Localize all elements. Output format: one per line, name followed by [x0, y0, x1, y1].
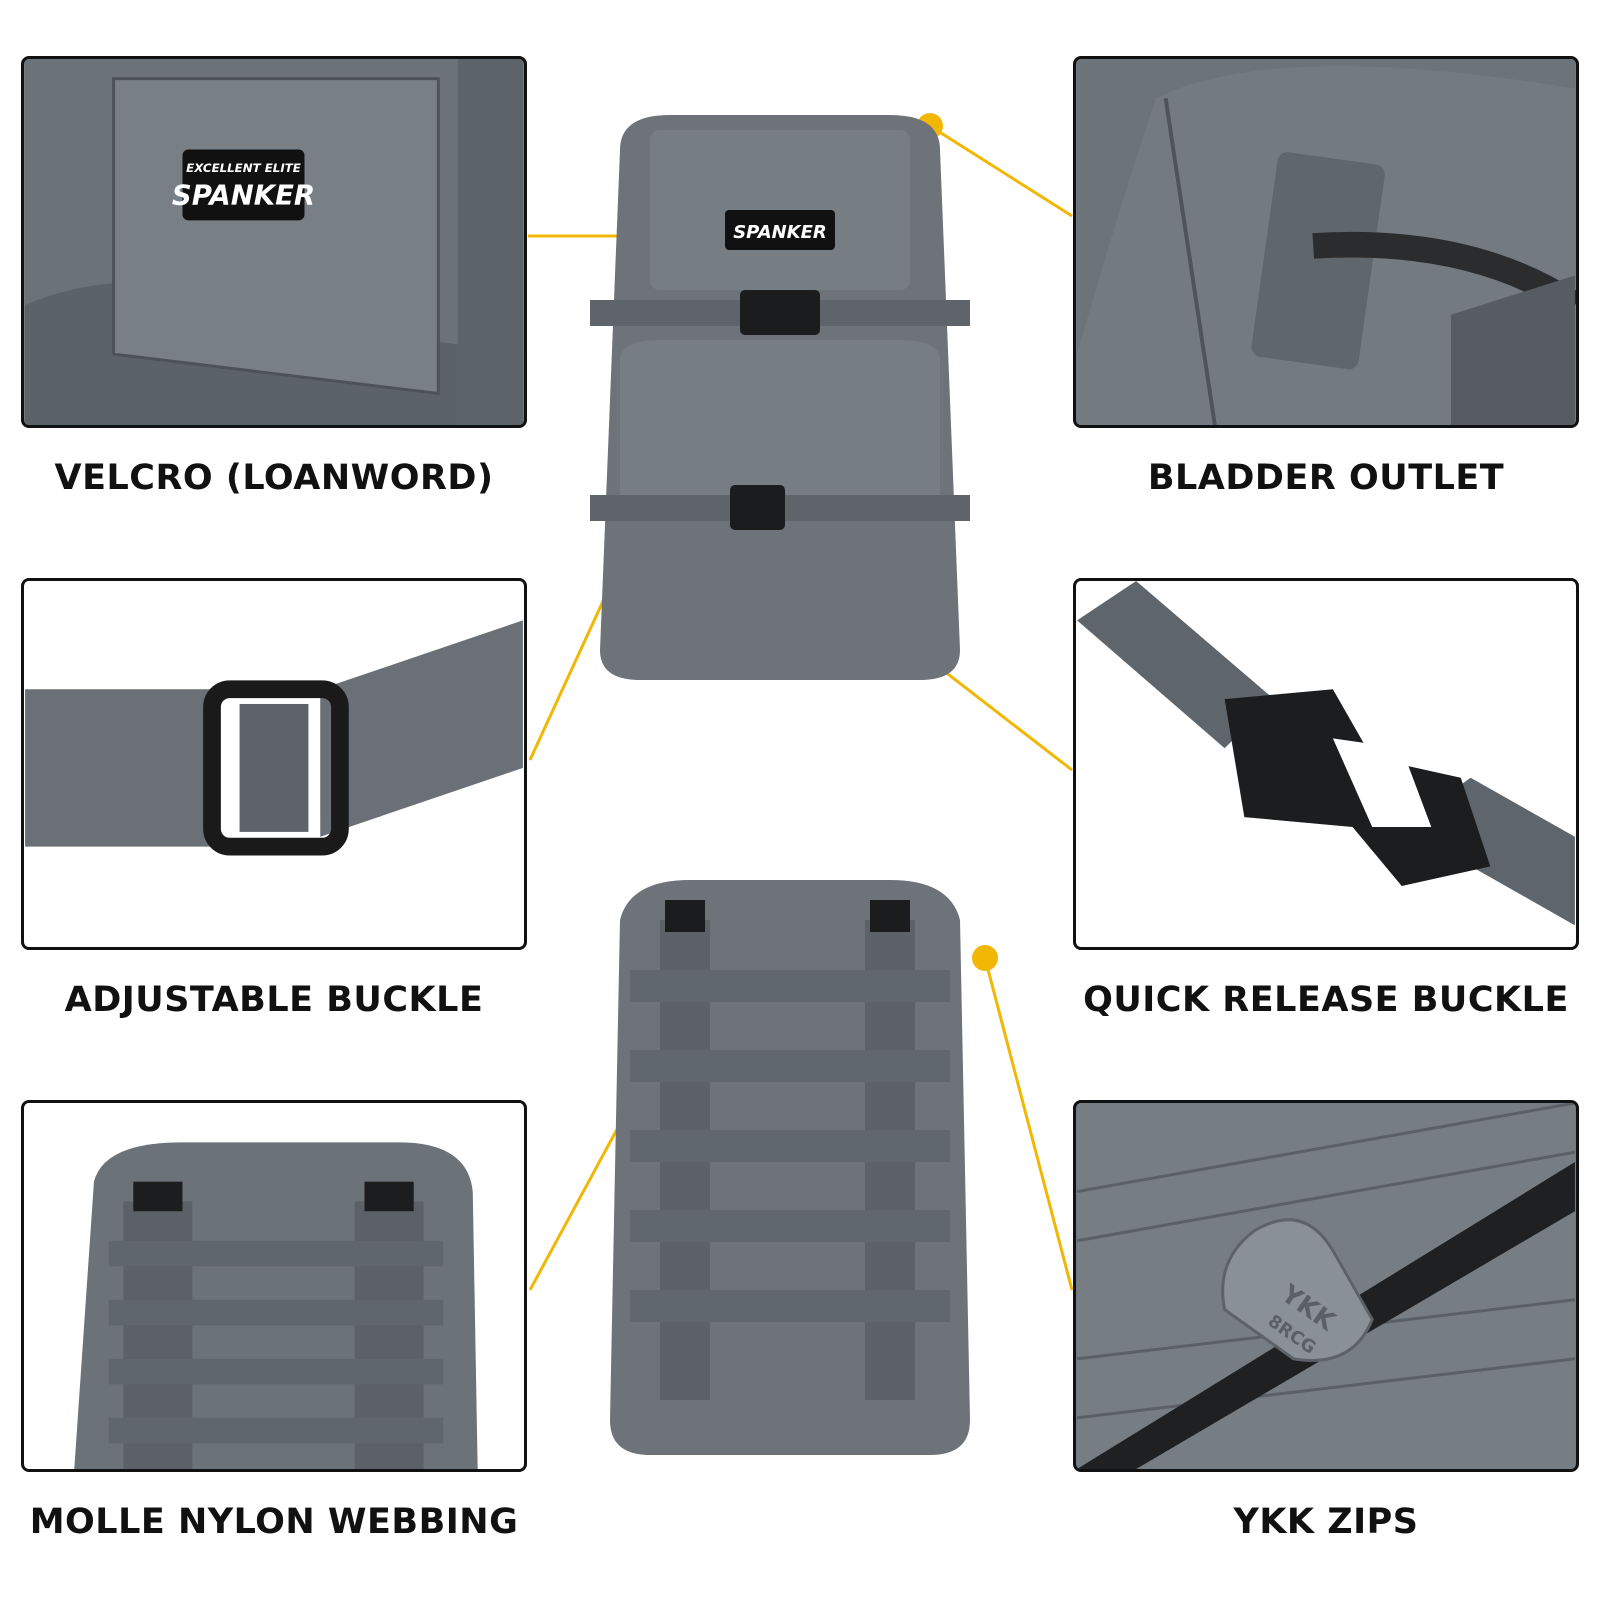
molle-webbing-image [25, 1103, 523, 1469]
backpack-brand: SPANKER [733, 222, 827, 243]
brand-line2: SPANKER [172, 180, 315, 212]
caption-ykk: YKK ZIPS [1233, 1502, 1419, 1542]
backpack-back-image [590, 880, 990, 1460]
backpack-front-image: SPANKER [580, 110, 980, 690]
ykk-zips-image: YKK 8RCG [1076, 1103, 1576, 1469]
caption-quick-release: QUICK RELEASE BUCKLE [1083, 980, 1569, 1020]
velcro-detail-panel: EXCELLENT ELITE SPANKER [21, 56, 527, 428]
velcro-detail-image: EXCELLENT ELITE SPANKER [25, 59, 523, 425]
caption-molle: MOLLE NYLON WEBBING [29, 1502, 519, 1542]
molle-webbing-panel [21, 1100, 527, 1472]
adjustable-buckle-panel [21, 578, 527, 950]
ykk-zips-panel: YKK 8RCG [1073, 1100, 1579, 1472]
adjustable-buckle-image [25, 581, 523, 947]
bladder-outlet-image [1077, 59, 1576, 425]
bladder-outlet-panel [1073, 56, 1579, 428]
caption-velcro: VELCRO (LOANWORD) [54, 458, 494, 498]
brand-line1: EXCELLENT ELITE [186, 161, 301, 175]
caption-adjustable: ADJUSTABLE BUCKLE [64, 980, 484, 1020]
quick-release-panel [1073, 578, 1579, 950]
quick-release-image [1077, 581, 1575, 947]
caption-bladder: BLADDER OUTLET [1147, 458, 1505, 498]
